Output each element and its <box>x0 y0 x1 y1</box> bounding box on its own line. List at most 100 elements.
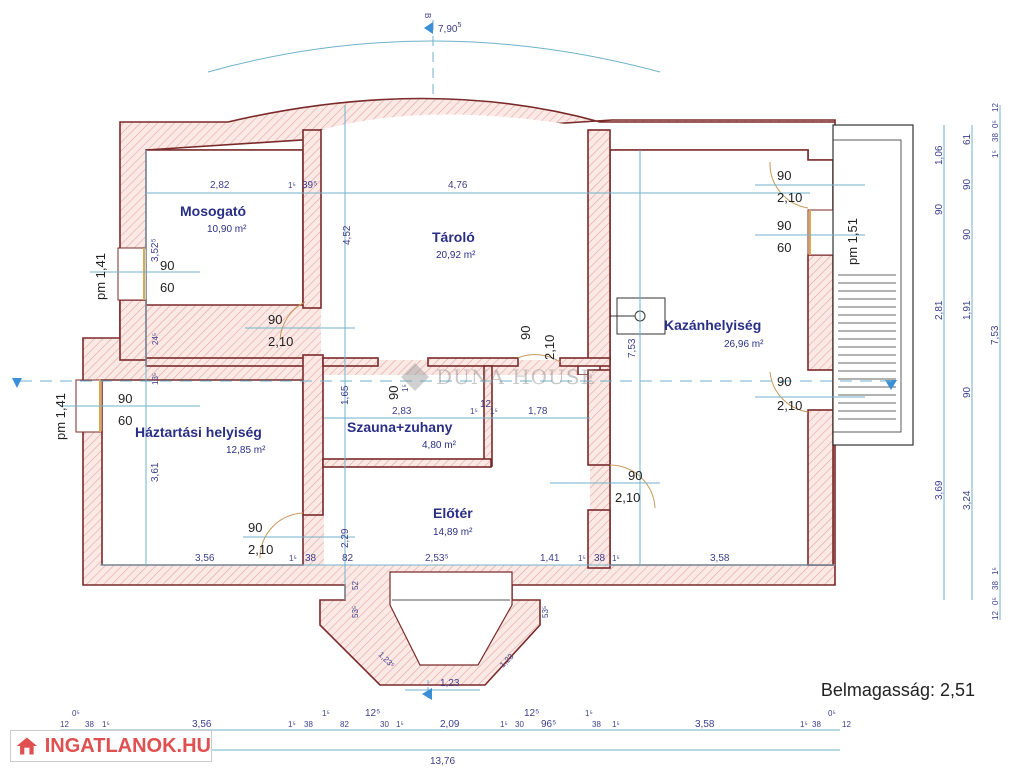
room-name-tarolo: Tároló <box>432 229 475 245</box>
bottom-dim: 2,09 <box>440 719 460 730</box>
wall-szauna-top-right <box>427 357 519 367</box>
right-dim-col1: 3,69 <box>934 480 945 500</box>
bottom-inner-dim: 3,56 <box>195 553 215 564</box>
door-kazan-stair-width: 90 <box>777 374 791 389</box>
door-szauna-dim: 1⁵ <box>401 384 410 392</box>
dim-wall-b: 39⁵ <box>302 180 317 191</box>
bottom-inner-dim: 3,58 <box>710 553 730 564</box>
bottom-inner-dim: 1,41 <box>540 553 560 564</box>
right-dim-col2: 90 <box>962 178 973 190</box>
wall-mosogato-haztartasi <box>145 357 305 367</box>
bottom-dim: 1⁵ <box>612 720 620 729</box>
door-kazan-top-width: 90 <box>777 168 791 183</box>
window-kazan-width: 90 <box>777 218 791 233</box>
room-name-mosogato: Mosogató <box>180 203 246 219</box>
bottom-dim: 12 <box>60 720 69 729</box>
dim-haztartasi-height: 3,61 <box>150 462 161 482</box>
right-dim-col3: 0⁵ <box>991 120 1000 128</box>
right-dimensions: 1,06902,813,696190901,91903,24120⁵381⁵7,… <box>934 103 1001 620</box>
room-name-haztartasi: Háztartási helyiség <box>135 424 262 440</box>
door-eloter-height: 2,10 <box>615 490 640 505</box>
bottom-inner-dim: 1⁵ <box>612 554 620 563</box>
bottom-dim: 0⁵ <box>72 709 80 718</box>
door-haztartasi-height: 2,10 <box>248 542 273 557</box>
room-area-szauna: 4,80 m² <box>422 440 457 451</box>
right-dim-col1: 1,06 <box>934 145 945 165</box>
door-haztartasi-width: 90 <box>248 520 262 535</box>
door-arc-kazan-top <box>769 161 809 209</box>
right-dim-col2: 90 <box>962 228 973 240</box>
right-dim-col3: 1⁵ <box>991 150 1000 158</box>
wall-mosogato-tarolo <box>302 129 322 309</box>
door-eloter-width: 90 <box>628 468 642 483</box>
door-kazan-stair-height: 2,10 <box>777 398 802 413</box>
right-dim-col3: 7,53 <box>990 325 1001 345</box>
bottom-dim: 30 <box>380 720 389 729</box>
right-dim-col3: 1⁵ <box>991 567 1000 575</box>
dim-bay-53-right: 53⁵ <box>541 606 550 618</box>
bottom-dim: 12⁵ <box>524 708 539 719</box>
door-arc-tarolo <box>517 354 561 363</box>
bottom-inner-dim: 1⁵ <box>289 554 297 563</box>
section-arrow-left-icon <box>12 378 22 388</box>
dim-szauna-height: 1,65 <box>340 385 351 405</box>
right-dim-col2: 90 <box>962 386 973 398</box>
logo-text: INGATLANOK.HU <box>44 734 211 757</box>
right-dim-col3: 0⁵ <box>991 597 1000 605</box>
bottom-inner-dim: 38 <box>594 553 606 564</box>
dim-eloter-height: 2,29 <box>340 528 351 548</box>
right-dim-col3: 38 <box>991 133 1000 142</box>
door-mosogato-width: 90 <box>268 312 282 327</box>
bay-floor <box>389 571 513 666</box>
window-mosogato-parapet: pm 1,41 <box>93 253 108 300</box>
window-haztartasi-height: 60 <box>118 413 132 428</box>
window-kazan <box>807 209 834 256</box>
wall-szauna-top-left <box>322 357 379 367</box>
wall-tarolo-kazan-top <box>587 129 611 361</box>
door-tarolo-width: 90 <box>518 326 533 340</box>
bottom-dim: 12⁵ <box>365 708 380 719</box>
right-dim-col2: 61 <box>962 133 973 145</box>
right-dim-col3: 12 <box>991 103 1000 112</box>
wall-kazan-stair <box>807 254 834 371</box>
bottom-dim: 1⁵ <box>800 720 808 729</box>
section-arrow-right-icon <box>885 380 897 390</box>
door-mosogato-height: 2,10 <box>268 334 293 349</box>
watermark: DUNA HOUSE <box>400 362 596 392</box>
room-area-kazan: 26,96 m² <box>724 339 764 350</box>
dim-wall-15a: 1⁵ <box>470 407 478 416</box>
window-kazan-parapet: pm 1,51 <box>845 218 860 265</box>
window-mosogato-width: 90 <box>160 258 174 273</box>
staircase <box>832 124 914 446</box>
bottom-inner-dim: 38 <box>305 553 317 564</box>
right-dim-col2: 1,91 <box>962 300 973 320</box>
door-arc-kazan-stair <box>769 371 809 413</box>
bottom-dim: 1⁵ <box>102 720 110 729</box>
bottom-dim: 1⁵ <box>396 720 404 729</box>
bottom-inner-dim: 82 <box>342 553 354 564</box>
bottom-dim: 0⁵ <box>828 709 836 718</box>
door-tarolo-height: 2,10 <box>542 335 557 360</box>
bottom-dim: 1⁵ <box>322 709 330 718</box>
dim-bay-52: 52 <box>351 581 360 590</box>
door-szauna-width: 90 <box>386 386 401 400</box>
ceiling-height-label: Belmagasság: 2,51 <box>820 680 975 700</box>
bottom-dim: 38 <box>85 720 94 729</box>
room-name-kazan: Kazánhelyiség <box>664 317 761 333</box>
section-mark-top: B <box>423 13 432 18</box>
bottom-dim: 1⁵ <box>500 720 508 729</box>
right-dim-col3: 12 <box>991 611 1000 620</box>
dim-mosogato-width: 2,82 <box>210 180 230 191</box>
duna-house-logo-icon <box>401 363 429 391</box>
top-dimension: 7,905 <box>438 22 461 35</box>
window-kazan-height: 60 <box>777 240 791 255</box>
dim-wall-a: 1⁵ <box>288 181 296 190</box>
house-icon <box>16 737 38 755</box>
wall-kazan-left-low <box>587 509 611 569</box>
bottom-dim: 82 <box>340 720 349 729</box>
room-area-mosogato: 10,90 m² <box>207 224 247 235</box>
dim-24: 24⁵ <box>151 333 160 345</box>
dim-mosogato-height: 3,52⁵ <box>150 238 161 262</box>
